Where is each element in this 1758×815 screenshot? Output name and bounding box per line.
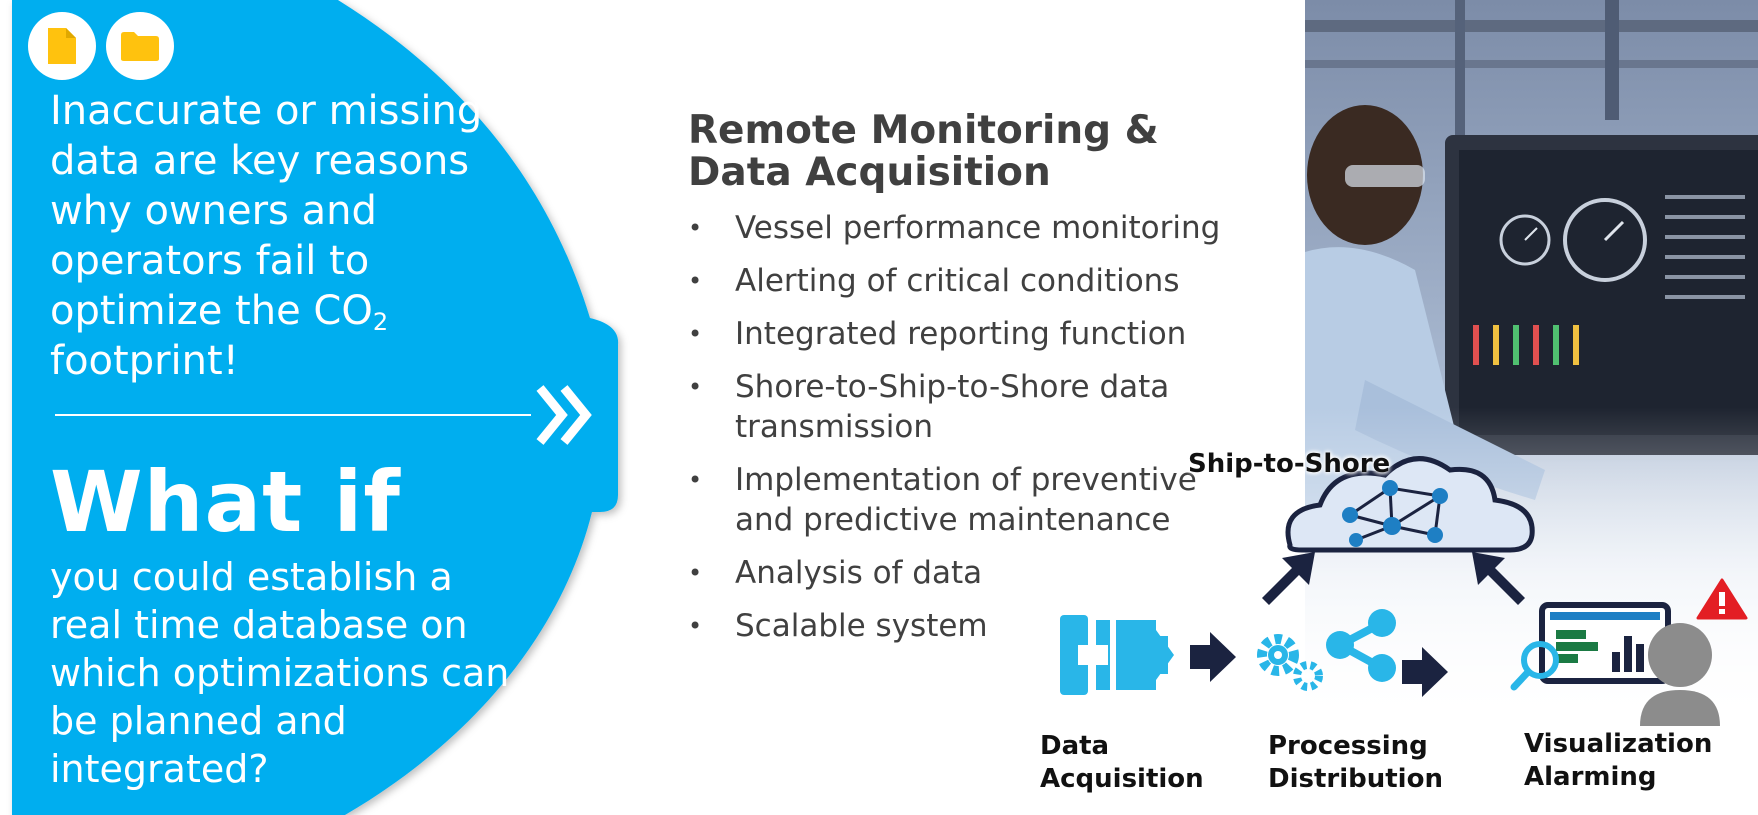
feature-item: Analysis of data (688, 553, 1248, 593)
feature-item: Implementation of preventive and predict… (688, 460, 1248, 540)
what-if-heading: What if (50, 453, 401, 551)
document-icon (48, 28, 76, 64)
what-if-question: you could establish a real time database… (50, 555, 510, 791)
cloud-network-icon (1285, 456, 1535, 553)
gears-icon (1257, 634, 1323, 691)
ship-to-shore-label: Ship-to-Shore (1188, 449, 1391, 479)
blue-panel-shape (12, 0, 619, 815)
feature-item: Alerting of critical conditions (688, 261, 1248, 301)
arrow-up-right-icon (1262, 552, 1315, 605)
data-acquisition-icon (1060, 615, 1174, 695)
feature-item: Integrated reporting function (688, 314, 1248, 354)
process-diagram (1060, 456, 1748, 726)
feature-item: Scalable system (688, 606, 1248, 646)
features-list: Vessel performance monitoringAlerting of… (688, 208, 1248, 659)
share-icon (1326, 609, 1396, 682)
arrow-right-icon (1190, 632, 1236, 682)
arrow-right-icon (1402, 647, 1448, 697)
divider-line (55, 414, 531, 416)
dashboard-icon (1539, 602, 1671, 684)
arrow-up-left-icon (1472, 552, 1525, 605)
chevron-double-right-icon[interactable] (534, 380, 604, 450)
user-icon (1640, 623, 1720, 726)
document-button[interactable] (28, 12, 96, 80)
warning-icon (1696, 578, 1748, 620)
feature-item: Shore-to-Ship-to-Shore data transmission (688, 367, 1248, 447)
folder-icon (121, 32, 159, 61)
co2-subscript: 2 (372, 308, 389, 336)
magnifier-icon (1510, 641, 1559, 691)
section-title: Remote Monitoring & Data Acquisition (688, 108, 1159, 195)
problem-statement: Inaccurate or missing data are key reaso… (50, 88, 483, 384)
feature-item: Vessel performance monitoring (688, 208, 1248, 248)
folder-button[interactable] (106, 12, 174, 80)
